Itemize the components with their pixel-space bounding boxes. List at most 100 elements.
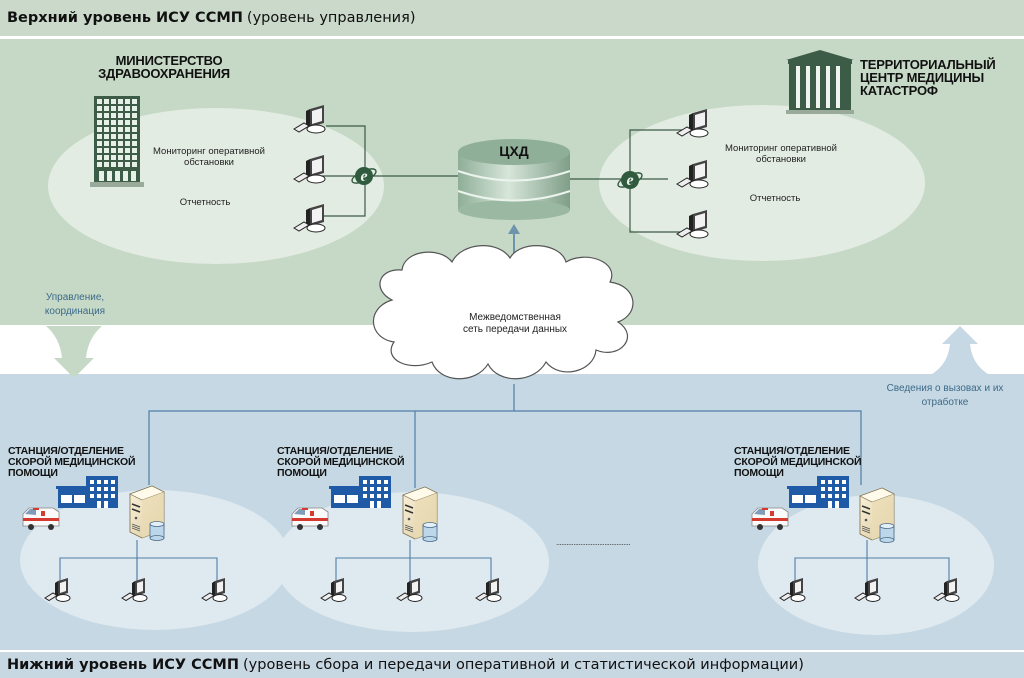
station-1-label-line3: ПОМОЩИ [8,467,58,479]
building-window [132,155,137,160]
building-window [111,127,116,132]
top-level-title-rest: (уровень управления) [246,10,416,26]
building-window [111,148,116,153]
building-window [111,113,116,118]
station-2-label-line3: ПОМОЩИ [277,467,327,479]
building-window [118,127,123,132]
building-window [118,134,123,139]
building-window [132,141,137,146]
building-window [97,99,102,104]
top-level-title-bold: Верхний уровень ИСУ ССМП [7,10,243,26]
building-window [132,106,137,111]
building-window [104,148,109,153]
network-cloud-shape [372,245,634,380]
station-2-server-icon [402,486,438,543]
lower-network-lines [148,384,862,488]
bottom-level-title-bold: Нижний уровень ИСУ ССМП [7,657,239,673]
disaster-center-function-reporting: Отчетность [749,193,801,204]
data-center-database-icon [457,139,571,220]
building-window [97,113,102,118]
building-window [132,148,137,153]
building-window [97,148,102,153]
station-1-label: СТАНЦИЯ/ОТДЕЛЕНИЕ СКОРОЙ МЕДИЦИНСКОЙ ПОМ… [8,445,136,479]
station-3-label: СТАНЦИЯ/ОТДЕЛЕНИЕ СКОРОЙ МЕДИЦИНСКОЙ ПОМ… [734,445,862,479]
network-cloud-label: Межведомственная сеть передачи данных [462,312,568,335]
ministry-building-icon [90,96,144,187]
building-door [131,171,136,181]
building-window [97,127,102,132]
building-window [97,162,102,167]
building-window [111,141,116,146]
building-window [132,162,137,167]
disaster-center-function-monitoring: Мониторинг оперативной обстановки [725,143,837,165]
building-window [125,148,130,153]
control-flow-arrow [46,326,102,378]
building-window [111,155,116,160]
building-window [104,155,109,160]
building-window [118,162,123,167]
building-window [118,155,123,160]
building-window [97,106,102,111]
building-window [111,162,116,167]
data-center-label: ЦХД [499,143,529,159]
disaster-center-ellipse [599,105,925,261]
building-window [97,120,102,125]
building-window [97,141,102,146]
building-window [125,113,130,118]
building-window [118,148,123,153]
building-window [104,141,109,146]
more-stations-ellipsis: ........................................… [556,538,631,547]
station-3-label-line1: СТАНЦИЯ/ОТДЕЛЕНИЕ [734,445,850,457]
ministry-label: МИНИСТЕРСТВО ЗДРАВООХРАНЕНИЯ [98,53,234,80]
station-2-hospital-icon [329,476,391,508]
disaster-center-label-line2: ЦЕНТР МЕДИЦИНЫ [860,70,985,85]
building-door [99,171,104,181]
building-window [104,106,109,111]
bottom-level-title-rest: (уровень сбора и передачи оперативной и … [243,657,804,673]
building-window [125,141,130,146]
building-window [132,113,137,118]
building-window [111,120,116,125]
building-window [118,106,123,111]
building-window [125,106,130,111]
station-1-network-lines [59,540,218,583]
building-window [132,127,137,132]
bottom-level-title: Нижний уровень ИСУ ССМП (уровень сбора и… [0,652,1024,678]
building-window [104,120,109,125]
building-window [132,120,137,125]
station-3-label-line3: ПОМОЩИ [734,467,784,479]
building-door [107,171,112,181]
disaster-center-label-line3: КАТАСТРОФ [860,83,938,98]
building-window [125,155,130,160]
ministry-function-reporting: Отчетность [179,197,231,208]
station-1-label-line2: СКОРОЙ МЕДИЦИНСКОЙ [8,456,136,468]
ministry-label-line1: МИНИСТЕРСТВО [115,53,223,68]
building-window [111,106,116,111]
building-window [125,120,130,125]
report-flow-label: Сведения о вызовах и их отработке [886,383,1004,408]
building-window [118,141,123,146]
building-door [115,171,120,181]
station-ellipse-3 [758,495,994,635]
building-window [104,134,109,139]
building-window [125,127,130,132]
building-window [132,134,137,139]
ministry-function-monitoring: Мониторинг оперативной обстановки [153,146,265,168]
station-2-network-lines [335,540,492,583]
station-3-server-icon [859,487,895,544]
building-window [104,127,109,132]
building-window [118,99,123,104]
station-3-network-lines [794,540,950,583]
building-window [125,99,130,104]
building-window [118,120,123,125]
building-window [97,155,102,160]
building-window [125,134,130,139]
building-window [97,134,102,139]
top-level-title: Верхний уровень ИСУ ССМП (уровень управл… [0,0,1024,36]
building-window [118,113,123,118]
station-2-label: СТАНЦИЯ/ОТДЕЛЕНИЕ СКОРОЙ МЕДИЦИНСКОЙ ПОМ… [277,446,405,479]
control-flow-label: Управление, координация [44,292,106,317]
station-1-label-line1: СТАНЦИЯ/ОТДЕЛЕНИЕ [8,445,124,457]
disaster-center-label-line1: ТЕРРИТОРИАЛЬНЫЙ [860,57,996,72]
